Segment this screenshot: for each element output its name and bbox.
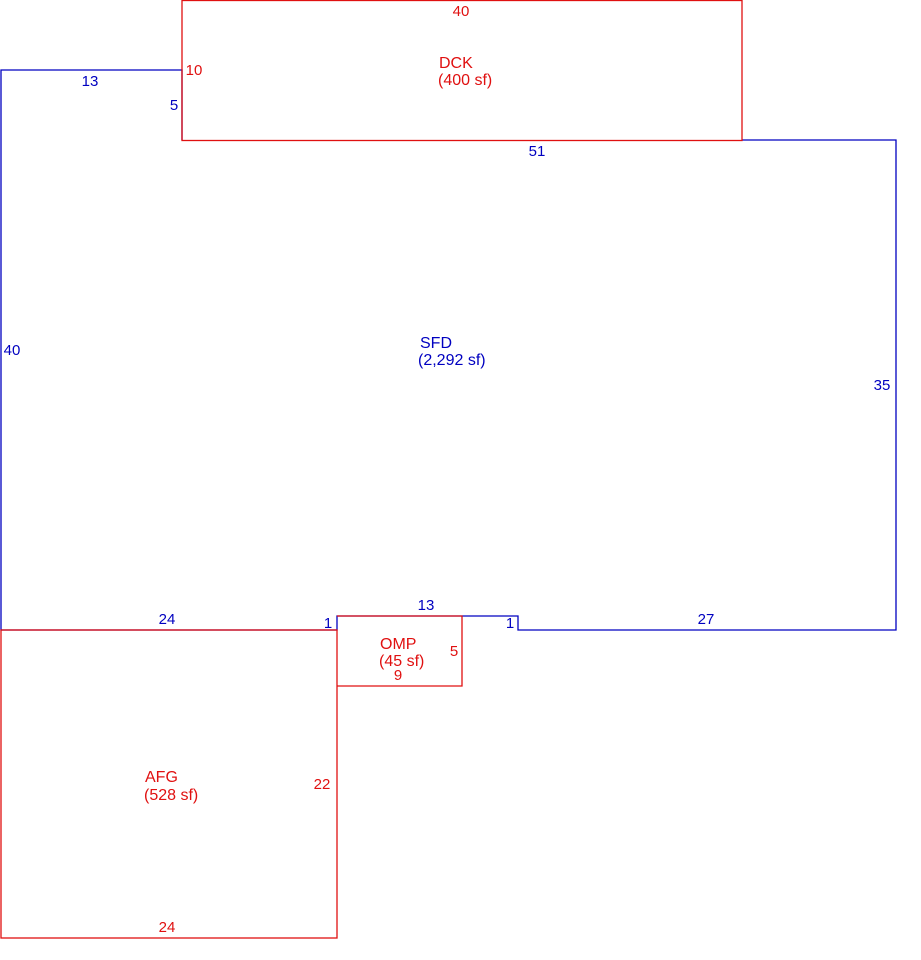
afg-outline xyxy=(0,629,338,939)
afg-size: (528 sf) xyxy=(144,787,198,804)
dck-outline xyxy=(181,0,743,142)
omp-dim-right: 5 xyxy=(450,643,458,660)
sfd-dim-bottom-right: 27 xyxy=(698,611,715,628)
sfd-dim-step-right: 1 xyxy=(506,615,514,632)
sfd-dim-left: 40 xyxy=(4,342,21,359)
afg-dim-right: 22 xyxy=(314,776,331,793)
sfd-dim-notch-top: 13 xyxy=(418,597,435,614)
omp-outline xyxy=(337,615,463,687)
afg-name: AFG xyxy=(145,769,178,786)
omp-dim-bottom: 9 xyxy=(394,667,402,684)
sfd-dim-bottom-left: 24 xyxy=(159,611,176,628)
sfd-dim-right: 35 xyxy=(874,377,891,394)
sfd-dim-left-step: 5 xyxy=(170,97,178,114)
omp-name: OMP xyxy=(380,636,416,653)
sfd-dim-step-left: 1 xyxy=(324,615,332,632)
dck-dim-top: 40 xyxy=(453,3,470,20)
dck-size: (400 sf) xyxy=(438,72,492,89)
omp-size: (45 sf) xyxy=(379,653,424,670)
dck-name: DCK xyxy=(439,55,473,72)
sfd-dim-top-left: 13 xyxy=(82,73,99,90)
dck-dim-left: 10 xyxy=(186,62,203,79)
afg-dim-bottom: 24 xyxy=(159,919,176,936)
sfd-dim-top: 51 xyxy=(529,143,546,160)
sfd-name: SFD xyxy=(420,335,452,352)
sfd-size: (2,292 sf) xyxy=(418,352,486,369)
